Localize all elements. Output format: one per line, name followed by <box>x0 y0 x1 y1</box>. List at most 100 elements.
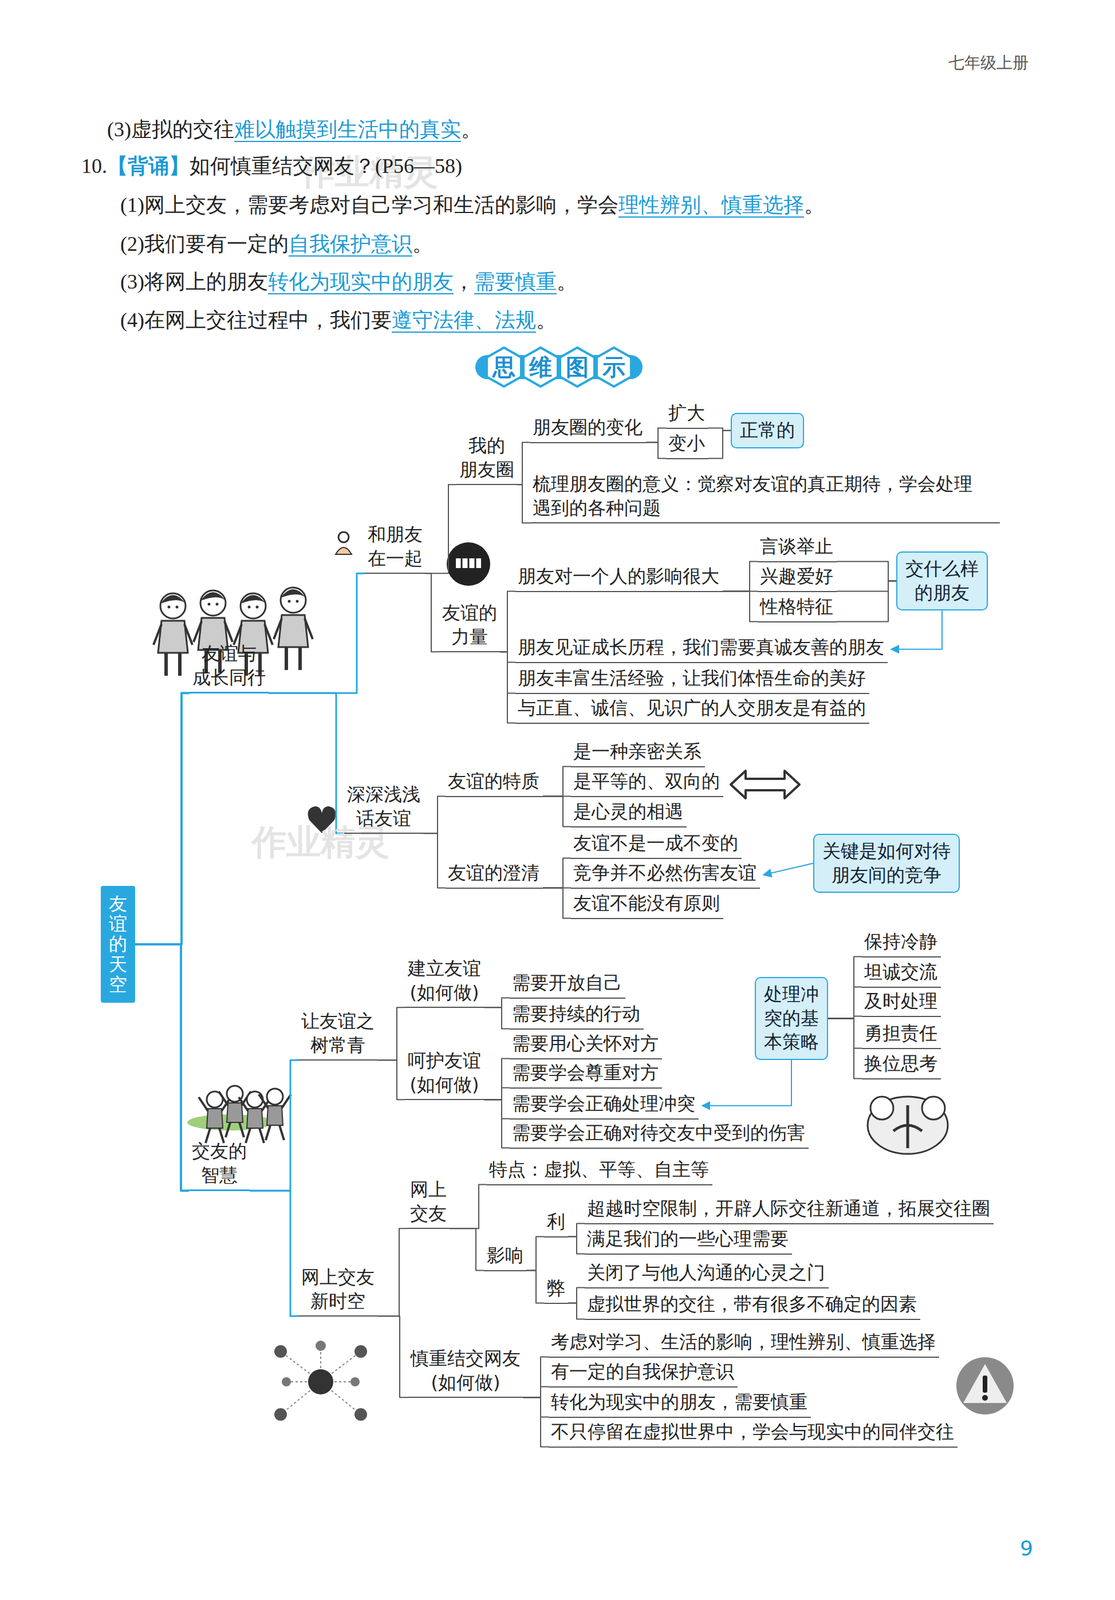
branch-line <box>542 766 571 797</box>
label-text: 10. <box>81 154 108 178</box>
double-arrow <box>730 770 800 799</box>
conflict-figure <box>867 1096 948 1154</box>
branch-line <box>249 1190 299 1317</box>
branch-line <box>135 944 189 1191</box>
node-text: 朋友丰富生活经验，让我们体悟生命的美好 <box>517 666 866 691</box>
network-icon <box>350 1377 360 1387</box>
node-text: 虚拟世界的交往，带有很多不确定的因素 <box>586 1292 917 1317</box>
section-title: 思维图示 <box>492 352 640 382</box>
point-item: 与正直、诚信、见识广的人交朋友是有益的 <box>515 696 870 724</box>
node-text: 变小 <box>668 431 705 456</box>
branch-line <box>523 1357 549 1398</box>
label-text: 【背诵】 <box>107 154 190 178</box>
point-item: 竞争并不必然伤害友谊 <box>570 861 760 889</box>
point-item: 是平等的、双向的 <box>570 769 724 798</box>
node-text: 是一种亲密关系 <box>573 739 702 764</box>
node-text: 保持冷静 <box>864 930 938 955</box>
point-item: 言谈举止 <box>757 534 837 563</box>
warning-icon <box>956 1357 1014 1415</box>
point-item: 勇担责任 <box>861 1021 941 1050</box>
label-text: (3)将网上的朋友 <box>120 270 269 294</box>
callout-box: 处理冲 突的基 本策略 <box>754 976 829 1061</box>
topic-label: 影响 <box>483 1243 527 1272</box>
root-box: 友谊的天空 <box>100 885 136 1003</box>
branch-line <box>836 581 897 592</box>
node-text: 影响 <box>486 1243 524 1268</box>
node-text: 利 <box>546 1210 566 1235</box>
point-item: 朋友对一个人的影响很大 <box>515 564 723 593</box>
node-text: 满足我们的一些心理需要 <box>586 1227 789 1252</box>
branch-line <box>645 442 667 459</box>
warning-icon <box>982 1375 988 1393</box>
node-text: 与正直、诚信、见识广的人交朋友是有益的 <box>517 696 866 721</box>
branch-line <box>828 1018 862 1048</box>
node-text: 关键是如何对待 朋友间的竞争 <box>822 839 951 888</box>
label-text: 。 <box>556 270 578 294</box>
branch-line <box>425 573 440 652</box>
point-item: 友谊不能没有原则 <box>570 891 724 920</box>
person-icon <box>338 532 349 543</box>
branch-line <box>836 561 897 582</box>
key-phrase: 自我保护意识 <box>288 232 413 257</box>
conflict-figure <box>922 1096 945 1120</box>
branch-line <box>568 1223 585 1237</box>
branch-line <box>517 484 531 523</box>
text-line: 10.【背诵】如何慎重结交网友？(P56—58) <box>81 152 463 180</box>
node-text: 需要学会正确处理冲突 <box>511 1092 696 1117</box>
branch-line <box>268 692 345 834</box>
network-icon <box>354 1345 368 1358</box>
topic-label: 利 <box>544 1210 569 1238</box>
topic-label: 慎重结交网友 (如何做) <box>407 1346 524 1398</box>
point-item: 有一定的自我保护意识 <box>548 1360 738 1388</box>
branch-line <box>568 1287 585 1304</box>
warning-icon <box>982 1395 988 1401</box>
point-item: 虚拟世界的交往，带有很多不确定的因素 <box>584 1292 921 1321</box>
person-icon <box>335 547 352 555</box>
label-text: (3)虚拟的交往 <box>107 117 235 141</box>
point-item: 需要开放自己 <box>509 971 626 999</box>
point-item: 需要持续的行动 <box>509 1002 644 1030</box>
node-text: 关闭了与他人沟通的心灵之门 <box>586 1261 826 1286</box>
point-item: 转化为现实中的朋友，需要慎重 <box>548 1390 811 1418</box>
point-item: 性格特征 <box>757 595 837 623</box>
topic-label: 网上 交友 <box>407 1177 450 1229</box>
branch-line <box>268 573 365 693</box>
point-item: 关闭了与他人沟通的心灵之门 <box>584 1261 829 1289</box>
branch-line <box>499 591 516 653</box>
arrow-line <box>891 610 943 650</box>
node-text: 弊 <box>546 1276 566 1301</box>
node-text: 有一定的自我保护意识 <box>550 1360 735 1385</box>
topic-label: 和朋友 在一起 <box>364 522 426 574</box>
label-text: (2)我们要有一定的 <box>120 232 289 256</box>
topic-label: 深深浅浅 话友谊 <box>344 782 424 834</box>
point-item: 朋友见证成长历程，我们需要真诚友善的朋友 <box>515 635 888 664</box>
branch-line <box>449 1184 487 1229</box>
key-phrase: 理性辨别、慎重选择 <box>618 193 805 218</box>
branch-line <box>722 591 758 622</box>
label-text: 。 <box>804 193 825 217</box>
branch-line <box>499 651 516 723</box>
network-icon <box>274 1345 287 1358</box>
topic-label: 网上交友 新时空 <box>298 1265 378 1317</box>
branch-line <box>483 1007 510 1029</box>
point-item: 友谊的澄清 <box>445 861 543 889</box>
branch-topic: 友谊与 成长同行 <box>189 641 269 694</box>
branch-line <box>483 1058 510 1101</box>
node-text: 转化为现实中的朋友，需要慎重 <box>550 1390 808 1415</box>
node-text: 交什么样 的朋友 <box>905 557 979 605</box>
network-icon <box>280 1345 361 1415</box>
point-item: 不只停留在虚拟世界中，学会与现实中的同伴交往 <box>548 1420 958 1448</box>
kids-group <box>273 587 313 671</box>
node-text: 是心灵的相遇 <box>573 800 684 825</box>
node-text: 需要学会尊重对方 <box>511 1061 659 1086</box>
node-text: 需要开放自己 <box>511 971 622 996</box>
jumping-kids <box>258 1088 291 1141</box>
arrow-line <box>763 863 814 876</box>
hand-icon <box>446 542 491 586</box>
point-item: 兴趣爱好 <box>757 564 837 593</box>
branch-line <box>483 1088 510 1101</box>
node-text: 深深浅浅 话友谊 <box>347 782 421 831</box>
topic-label: 让友谊之 树常青 <box>298 1009 378 1061</box>
point-item: 需要学会尊重对方 <box>509 1061 663 1089</box>
node-text: 友谊的 力量 <box>442 601 498 649</box>
